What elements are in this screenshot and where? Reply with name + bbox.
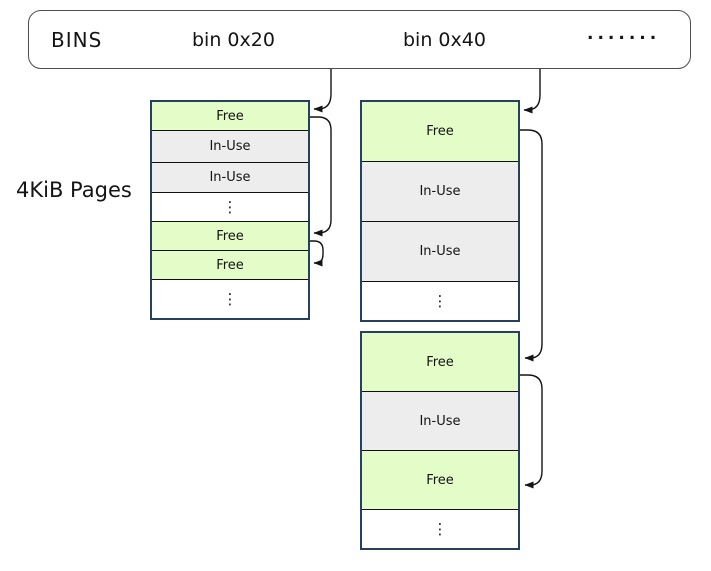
cell-label: Free — [426, 124, 454, 139]
arrow-rfree1-to-rfree2 — [520, 129, 543, 362]
page-cell-inuse: In-Use — [152, 131, 308, 163]
vertical-dots: ⋮ — [432, 291, 448, 310]
bins-more-dots: ······· — [587, 27, 661, 48]
bin-0x20-label: bin 0x20 — [192, 28, 275, 51]
cell-label: Free — [426, 472, 454, 488]
cell-label: In-Use — [209, 170, 251, 185]
page-cell-ellipsis: ⋮ — [152, 193, 308, 222]
cell-label: Free — [216, 257, 244, 273]
page-cell-ellipsis: ⋮ — [362, 510, 518, 548]
arrow-rfree2-to-rfree3 — [520, 374, 543, 489]
page-cell-free: Free — [152, 102, 308, 131]
page-bin0x20: Free In-Use In-Use ⋮ Free Free ⋮ — [150, 100, 310, 320]
page-cell-free: Free — [152, 222, 308, 251]
page-cell-inuse: In-Use — [152, 163, 308, 193]
page-bin0x40-second: Free In-Use Free ⋮ — [360, 331, 520, 550]
vertical-dots: ⋮ — [222, 197, 238, 216]
page-cell-inuse: In-Use — [362, 222, 518, 282]
page-cell-inuse: In-Use — [362, 162, 518, 222]
pages-label: 4KiB Pages — [16, 178, 132, 202]
cell-label: Free — [426, 354, 454, 370]
page-cell-free: Free — [362, 451, 518, 510]
cell-label: Free — [216, 108, 244, 124]
page-cell-ellipsis: ⋮ — [152, 280, 308, 318]
page-cell-free: Free — [362, 102, 518, 162]
page-cell-inuse: In-Use — [362, 392, 518, 451]
vertical-dots: ⋮ — [432, 519, 448, 538]
cell-label: In-Use — [419, 244, 461, 259]
page-cell-ellipsis: ⋮ — [362, 282, 518, 320]
arrow-free5-to-free6 — [310, 240, 324, 267]
vertical-dots: ⋮ — [222, 289, 238, 308]
bins-title: BINS — [51, 27, 103, 52]
cell-label: In-Use — [209, 139, 251, 154]
cell-label: In-Use — [419, 413, 461, 429]
cell-label: Free — [216, 228, 244, 244]
arrow-free1-to-free5 — [310, 116, 332, 237]
page-cell-free: Free — [152, 251, 308, 280]
page-bin0x40-first: Free In-Use In-Use ⋮ — [360, 100, 520, 322]
bins-box: BINS bin 0x20 bin 0x40 ······· — [28, 10, 691, 69]
bin-0x40-label: bin 0x40 — [403, 28, 486, 51]
cell-label: In-Use — [419, 184, 461, 199]
page-cell-free: Free — [362, 333, 518, 392]
